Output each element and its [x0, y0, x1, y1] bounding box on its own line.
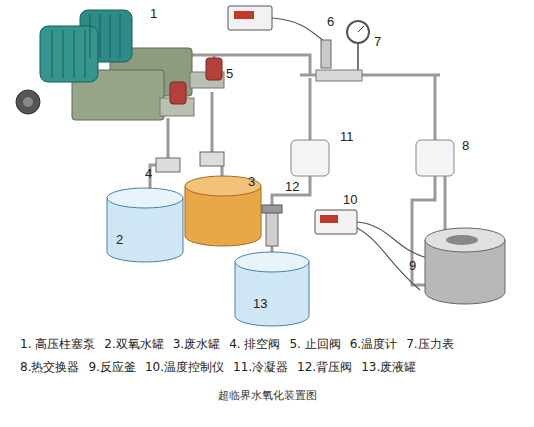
callout-number: 2 — [116, 232, 123, 247]
callout-number: 12 — [285, 179, 299, 194]
callout-number: 3 — [248, 174, 255, 189]
callout-number: 13 — [253, 296, 267, 311]
part-list-item: 12.背压阀 — [297, 359, 352, 376]
vent-valve — [200, 152, 224, 166]
callout-number: 4 — [145, 166, 152, 181]
check-valve — [170, 82, 186, 104]
part-list-item: 11.冷凝器 — [233, 359, 288, 376]
back-pressure-valve — [266, 212, 278, 246]
legend-row: 1. 高压柱塞泵 2.双氧水罐 3.废水罐 4. 排空阀 5. 止回阀 6.温度计 7.压力… — [20, 336, 454, 353]
part-list-item: 4. 排空阀 — [229, 336, 280, 353]
rib — [100, 14, 101, 58]
rib — [110, 14, 111, 58]
callout-number: 1 — [150, 6, 157, 21]
part-list-item: 9.反应釜 — [88, 359, 135, 376]
display-screen — [320, 215, 338, 223]
part-list-item: 2.双氧水罐 — [104, 336, 163, 353]
wire-group — [272, 18, 428, 290]
pipe — [444, 175, 447, 232]
signal-wire — [357, 228, 420, 290]
temperature-display — [228, 6, 272, 30]
part-list-item: 7.压力表 — [406, 336, 453, 353]
callout-number: 5 — [226, 66, 233, 81]
motor — [40, 26, 98, 82]
callout-number: 11 — [340, 129, 354, 144]
legend-row: 8.热交换器 9.反应釜 10.温度控制仪 11.冷凝器 12.背压阀 13.废液罐 — [20, 359, 416, 376]
part-list-item: 6.温度计 — [350, 336, 397, 353]
gear-hub — [23, 97, 33, 107]
pressure-gauge — [347, 21, 369, 43]
gauge-stem — [357, 42, 359, 72]
rib — [63, 30, 64, 78]
plunger-pump — [16, 10, 224, 120]
callout-number: 6 — [327, 14, 334, 29]
part-list-item: 10.温度控制仪 — [145, 359, 224, 376]
h2o2-tank — [107, 188, 183, 262]
tank-rim — [107, 188, 183, 208]
motor-ribs — [52, 14, 120, 78]
condenser — [291, 140, 329, 176]
signal-wire — [272, 18, 325, 42]
callout-number: 9 — [409, 258, 416, 273]
rib — [74, 30, 75, 78]
waste-liquid-tank — [235, 252, 309, 326]
manifold — [316, 70, 362, 81]
callout-number: 10 — [343, 192, 357, 207]
signal-wire — [357, 222, 428, 258]
display-screen — [234, 11, 254, 19]
reactor-port — [446, 235, 478, 245]
part-list-item: 5. 止回阀 — [289, 336, 340, 353]
rib — [85, 30, 86, 78]
gear-wheel — [16, 90, 40, 114]
pipe-group — [150, 55, 445, 285]
heat-exchanger — [416, 140, 454, 176]
pipe — [309, 78, 312, 140]
part-list-item: 3.废水罐 — [173, 336, 220, 353]
valve-knob — [262, 205, 282, 213]
pipe — [434, 75, 437, 140]
part-list-item: 13.废液罐 — [361, 359, 416, 376]
gauge-needle — [358, 26, 364, 32]
thermocouple — [321, 40, 331, 68]
tank-rim — [235, 252, 309, 272]
pipe — [178, 55, 310, 104]
part-list-item: 8.热交换器 — [20, 359, 79, 376]
temperature-controller — [315, 210, 357, 234]
part-list-item: 1. 高压柱塞泵 — [20, 336, 95, 353]
check-valve — [206, 58, 222, 80]
callout-number: 7 — [374, 34, 381, 49]
rib — [90, 14, 91, 58]
vent-valve — [156, 158, 180, 172]
rib — [52, 30, 53, 78]
rib — [120, 14, 121, 58]
callout-number: 8 — [462, 138, 469, 153]
figure-caption: 超临界水氧化装置图 — [0, 388, 534, 403]
reactor — [425, 228, 505, 304]
reactor-lid — [425, 228, 505, 252]
